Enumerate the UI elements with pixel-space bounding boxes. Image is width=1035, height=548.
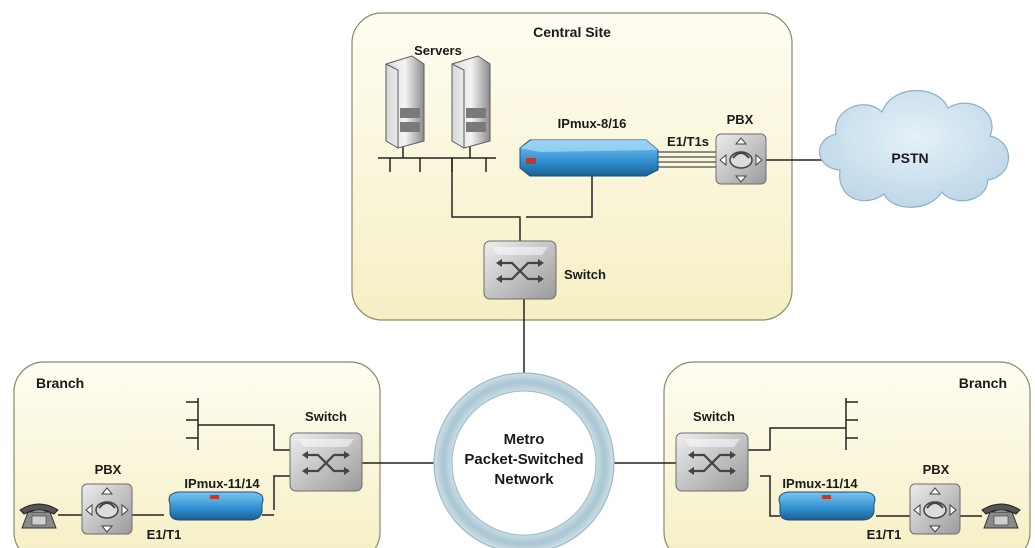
server-icon [385,55,425,149]
metro-network-ring-inner [451,390,597,536]
pbx-central-label: PBX [727,112,754,127]
pbx-left-label: PBX [95,462,122,477]
servers-label: Servers [414,43,462,58]
server-icon [451,55,491,149]
e1t1s-links [656,151,716,168]
switch-right-label: Switch [693,409,735,424]
metro-label-line1: Metro [504,431,545,448]
pstn-label: PSTN [891,150,928,166]
branch-left-title: Branch [36,375,84,391]
switch-central-icon [482,239,558,301]
e1t1-right-label: E1/T1 [867,527,902,542]
central-site-title: Central Site [533,24,611,40]
pbx-central-icon [715,133,767,185]
switch-central-label: Switch [564,267,606,282]
connection-lines [58,145,982,517]
pbx-left-icon [81,483,133,535]
ipmux-8-16-device [519,139,659,177]
pbx-right-label: PBX [923,462,950,477]
ipmux-left-label: IPmux-11/14 [184,476,260,491]
switch-left-icon [288,431,364,493]
branch-right-title: Branch [959,375,1007,391]
ipmux-11-14-right-device [778,491,876,521]
switch-left-label: Switch [305,409,347,424]
pbx-right-icon [909,483,961,535]
pstn-cloud-icon [818,89,1010,208]
switch-right-icon [674,431,750,493]
metro-label-line2: Packet-Switched [464,451,583,468]
ipmux-11-14-left-device [168,491,264,521]
e1t1s-label: E1/T1s [667,134,709,149]
ipmux-right-label: IPmux-11/14 [782,476,858,491]
e1t1-left-label: E1/T1 [147,527,182,542]
ipmux-central-label: IPmux-8/16 [558,116,627,131]
metro-label-line3: Network [494,471,554,488]
